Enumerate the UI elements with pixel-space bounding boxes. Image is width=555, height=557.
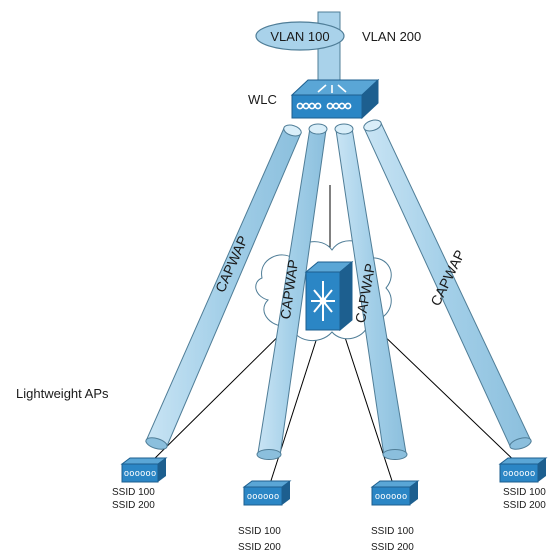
access-point-4: oooooo SSID 100 SSID 200	[498, 457, 548, 511]
ap-ssid-label: SSID 200	[371, 542, 414, 553]
ap-ports-icon: oooooo	[247, 492, 280, 502]
core-switch-icon	[304, 260, 354, 332]
vlan-200-label: VLAN 200	[362, 29, 421, 44]
wlc-icon	[290, 78, 380, 120]
vlan-100-bubble: VLAN 100	[255, 21, 345, 51]
ap-ssid-label: SSID 100	[503, 487, 546, 498]
ap-ssid-label: SSID 100	[112, 487, 155, 498]
access-point-1: oooooo SSID 100 SSID 200	[112, 457, 168, 511]
capwap-tunnel: CAPWAP	[334, 123, 408, 460]
lightweight-aps-label: Lightweight APs	[16, 386, 109, 401]
ap-ssid-label: SSID 200	[238, 542, 281, 553]
ap-ports-icon: oooooo	[124, 469, 157, 479]
access-point-2: oooooo SSID 100 SSID 200	[238, 480, 292, 553]
ap-ssid-label: SSID 200	[112, 500, 155, 511]
ap-ports-icon: oooooo	[375, 492, 408, 502]
ap-ssid-label: SSID 100	[238, 526, 281, 537]
ap-ssid-label: SSID 200	[503, 500, 546, 511]
ap-ssid-label: SSID 100	[371, 526, 414, 537]
access-point-3: oooooo SSID 100 SSID 200	[370, 480, 420, 553]
capwap-tunnel: CAPWAP	[256, 123, 328, 460]
vlan-100-label: VLAN 100	[270, 29, 329, 44]
ap-ports-icon: oooooo	[503, 469, 536, 479]
wlc-label: WLC	[248, 92, 277, 107]
